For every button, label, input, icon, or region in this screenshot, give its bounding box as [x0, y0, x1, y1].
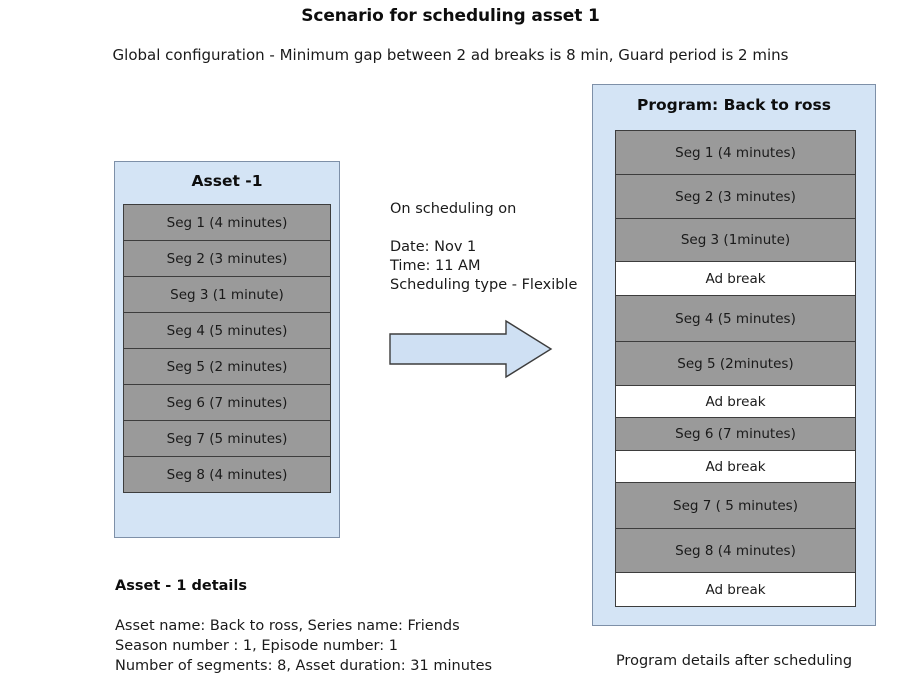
program-row-ad-break[interactable]: Ad break	[615, 261, 856, 296]
program-row-segment[interactable]: Seg 7 ( 5 minutes)	[615, 482, 856, 529]
asset-row-label: Seg 5 (2 minutes)	[166, 358, 288, 375]
right-arrow-icon	[389, 319, 553, 379]
asset-row-label: Seg 3 (1 minute)	[170, 286, 284, 303]
program-row-label: Ad break	[705, 393, 766, 410]
program-row-label: Seg 1 (4 minutes)	[675, 144, 796, 161]
program-row-segment[interactable]: Seg 8 (4 minutes)	[615, 528, 856, 573]
program-row-segment[interactable]: Seg 4 (5 minutes)	[615, 295, 856, 342]
program-row-label: Seg 3 (1minute)	[680, 232, 791, 248]
page-title: Scenario for scheduling asset 1	[301, 6, 600, 26]
asset-row-segment[interactable]: Seg 2 (3 minutes)	[123, 240, 331, 277]
program-row-label: Seg 7 ( 5 minutes)	[673, 497, 798, 514]
asset-row-segment[interactable]: Seg 5 (2 minutes)	[123, 348, 331, 385]
program-panel-title: Program: Back to ross	[637, 96, 831, 114]
asset-row-label: Seg 4 (5 minutes)	[166, 322, 288, 339]
asset-row-segment[interactable]: Seg 7 (5 minutes)	[123, 420, 331, 457]
asset-segment-list: Seg 1 (4 minutes) Seg 2 (3 minutes) Seg 3 …	[123, 204, 331, 493]
asset-details-body: Asset name: Back to ross, Series name: F…	[115, 618, 493, 674]
program-row-label: Seg 6 (7 minutes)	[675, 426, 796, 442]
program-row-segment[interactable]: Seg 5 (2minutes)	[615, 341, 856, 386]
asset-row-segment[interactable]: Seg 6 (7 minutes)	[123, 384, 331, 421]
program-row-label: Seg 8 (4 minutes)	[675, 542, 796, 559]
scheduling-intro-text: On scheduling on	[390, 201, 517, 217]
program-row-label: Seg 2 (3 minutes)	[675, 188, 796, 205]
asset-panel: Asset -1 Seg 1 (4 minutes) Seg 2 (3 minut…	[114, 161, 340, 538]
program-panel: Program: Back to ross Seg 1 (4 minutes)S…	[592, 84, 876, 626]
asset-row-segment[interactable]: Seg 8 (4 minutes)	[123, 456, 331, 493]
asset-row-segment[interactable]: Seg 3 (1 minute)	[123, 276, 331, 313]
asset-panel-title: Asset -1	[191, 172, 263, 190]
program-row-label: Seg 4 (5 minutes)	[675, 310, 796, 327]
program-row-label: Ad break	[705, 581, 766, 598]
program-row-label: Ad break	[705, 458, 766, 475]
asset-row-segment[interactable]: Seg 4 (5 minutes)	[123, 312, 331, 349]
program-row-segment[interactable]: Seg 1 (4 minutes)	[615, 130, 856, 175]
program-row-segment[interactable]: Seg 2 (3 minutes)	[615, 174, 856, 219]
program-row-label: Ad break	[705, 270, 766, 287]
program-row-label: Seg 5 (2minutes)	[677, 355, 794, 372]
asset-row-label: Seg 6 (7 minutes)	[166, 394, 288, 411]
program-details-caption: Program details after scheduling	[615, 653, 853, 669]
program-row-ad-break[interactable]: Ad break	[615, 385, 856, 418]
asset-row-label: Seg 7 (5 minutes)	[166, 430, 288, 447]
asset-row-label: Seg 1 (4 minutes)	[166, 214, 288, 231]
program-row-list: Seg 1 (4 minutes) Seg 2 (3 minutes) Seg 3 …	[615, 130, 856, 607]
program-row-segment[interactable]: Seg 6 (7 minutes)	[615, 417, 856, 451]
program-row-ad-break[interactable]: Ad break	[615, 450, 856, 483]
program-row-ad-break[interactable]: Ad break	[615, 572, 856, 607]
asset-row-label: Seg 2 (3 minutes)	[166, 250, 288, 267]
global-configuration-subtitle: Global configuration - Minimum gap betwe…	[112, 46, 789, 64]
scheduling-parameters-text: Date: Nov 1 Time: 11 AM Scheduling type …	[390, 239, 578, 293]
asset-row-segment[interactable]: Seg 1 (4 minutes)	[123, 204, 331, 241]
asset-row-label: Seg 8 (4 minutes)	[166, 466, 288, 483]
asset-details-heading: Asset - 1 details	[115, 578, 248, 594]
program-row-segment[interactable]: Seg 3 (1minute)	[615, 218, 856, 262]
